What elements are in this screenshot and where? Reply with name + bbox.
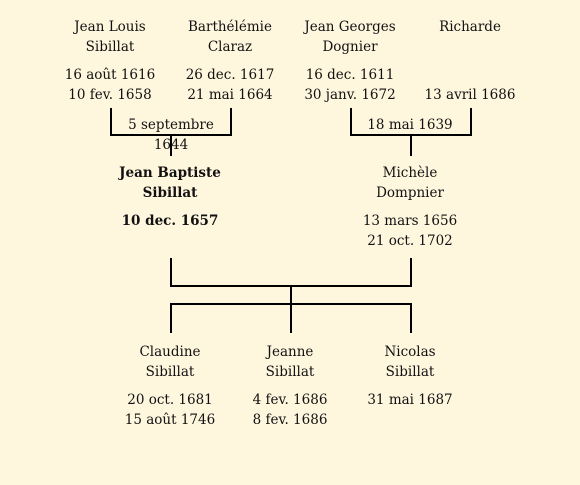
last-name: Sibillat xyxy=(142,185,198,201)
person-michele-dompnier: Michèle Dompnier 13 mars 1656 21 oct. 17… xyxy=(345,163,475,251)
birth-date: 20 oct. 1681 xyxy=(127,392,213,408)
connector-line xyxy=(170,258,172,286)
person-richarde: Richarde 13 avril 1686 xyxy=(405,17,535,105)
death-date: 21 oct. 1702 xyxy=(367,233,453,249)
death-date: 15 août 1746 xyxy=(124,412,216,428)
last-name: Sibillat xyxy=(385,364,435,380)
last-name: Claraz xyxy=(207,39,253,55)
first-name: Jeanne xyxy=(266,344,314,360)
connector-line xyxy=(290,305,292,333)
first-name: Barthélémie xyxy=(188,19,272,35)
last-name: Sibillat xyxy=(85,39,135,55)
connector-line xyxy=(470,108,472,135)
connector-line xyxy=(350,134,472,136)
birth-date: 10 dec. 1657 xyxy=(121,213,219,229)
first-name: Michèle xyxy=(382,165,438,181)
connector-line xyxy=(170,305,172,333)
last-name: Sibillat xyxy=(145,364,195,380)
last-name xyxy=(405,37,535,57)
marriage-date-sibillat-claraz: 5 septembre 1644 xyxy=(128,117,214,153)
death-date: 30 janv. 1672 xyxy=(304,87,396,103)
person-jean-georges-dognier: Jean Georges Dognier 16 dec. 1611 30 jan… xyxy=(285,17,415,105)
first-name: Jean Baptiste xyxy=(119,165,221,181)
connector-line xyxy=(410,136,412,156)
connector-line xyxy=(410,258,412,286)
last-name: Dognier xyxy=(322,39,378,55)
first-name: Jean Louis xyxy=(74,19,146,35)
person-jean-louis-sibillat: Jean Louis Sibillat 16 août 1616 10 fev.… xyxy=(45,17,175,105)
connector-line xyxy=(170,136,172,156)
last-name: Sibillat xyxy=(265,364,315,380)
first-name: Claudine xyxy=(139,344,201,360)
person-jean-baptiste-sibillat: Jean Baptiste Sibillat 10 dec. 1657 xyxy=(105,163,235,231)
first-name: Jean Georges xyxy=(304,19,396,35)
connector-line xyxy=(110,134,232,136)
connector-line xyxy=(290,287,292,304)
person-nicolas-sibillat: Nicolas Sibillat 31 mai 1687 xyxy=(345,342,475,410)
birth-date: 16 août 1616 xyxy=(64,67,156,83)
last-name: Dompnier xyxy=(376,185,444,201)
birth-date: 16 dec. 1611 xyxy=(305,67,395,83)
birth-date: 13 mars 1656 xyxy=(362,213,458,229)
birth-date xyxy=(405,65,535,85)
person-barthelemie-claraz: Barthélémie Claraz 26 dec. 1617 21 mai 1… xyxy=(165,17,295,105)
person-claudine-sibillat: Claudine Sibillat 20 oct. 1681 15 août 1… xyxy=(105,342,235,430)
first-name: Richarde xyxy=(439,19,501,35)
connector-line xyxy=(170,285,412,287)
birth-date: 31 mai 1687 xyxy=(367,392,453,408)
birth-date: 4 fev. 1686 xyxy=(252,392,328,408)
birth-date: 26 dec. 1617 xyxy=(185,67,275,83)
marriage-date-dognier-richarde: 18 mai 1639 xyxy=(367,117,453,133)
connector-line xyxy=(230,108,232,135)
connector-line xyxy=(170,303,412,305)
death-date: 8 fev. 1686 xyxy=(252,412,328,428)
connector-line xyxy=(110,108,112,135)
death-date: 10 fev. 1658 xyxy=(68,87,152,103)
connector-line xyxy=(410,305,412,333)
person-jeanne-sibillat: Jeanne Sibillat 4 fev. 1686 8 fev. 1686 xyxy=(225,342,355,430)
death-date: 13 avril 1686 xyxy=(424,87,516,103)
connector-line xyxy=(350,108,352,135)
first-name: Nicolas xyxy=(384,344,436,360)
death-date: 21 mai 1664 xyxy=(187,87,273,103)
